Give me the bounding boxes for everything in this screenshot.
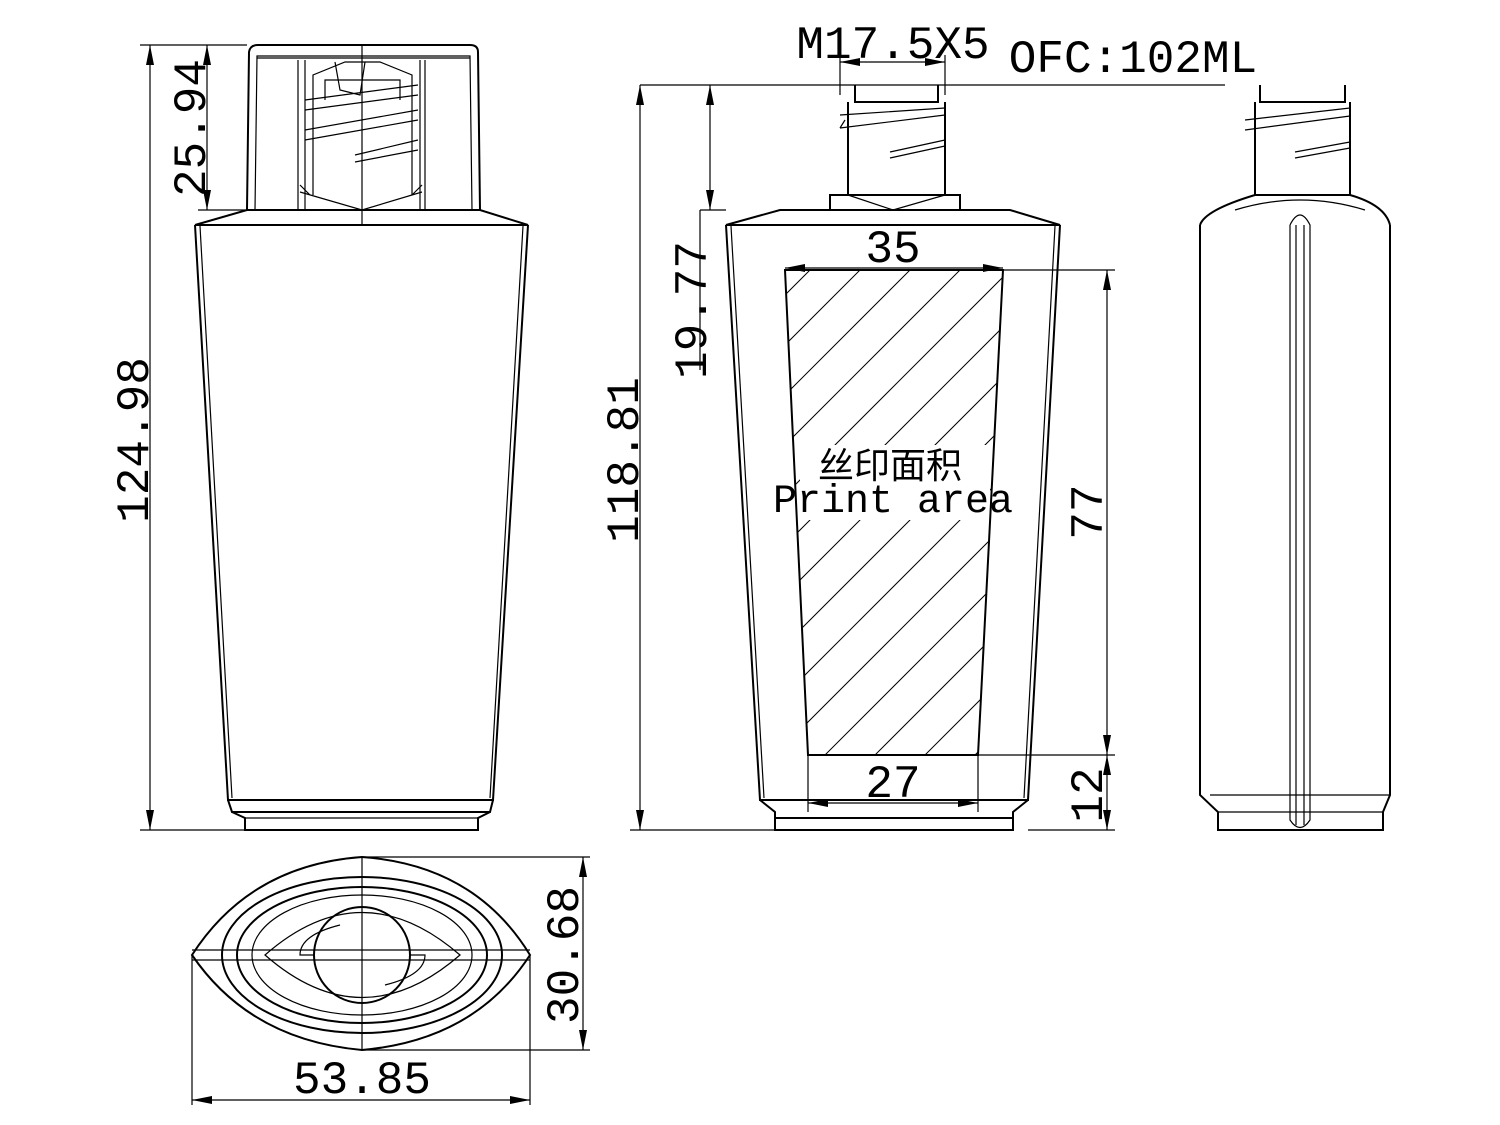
side-profile-view	[1199, 85, 1391, 831]
print-label-en: Print area	[773, 480, 1013, 525]
dim-print-bottom-width: 27	[865, 759, 920, 811]
front-view-with-cap: 124.98 25.94	[110, 44, 529, 831]
side-view-print-area: M17.5X5 OFC:102ML 118.81 19.77 丝印面积 Prin…	[600, 20, 1257, 831]
dim-print-height: 77	[1064, 484, 1116, 539]
dim-depth: 30.68	[540, 886, 592, 1024]
dim-total-height: 124.98	[110, 357, 162, 523]
dim-body-height: 118.81	[600, 377, 652, 543]
dim-print-top-width: 35	[865, 224, 920, 276]
dim-bottom-margin: 12	[1064, 767, 1116, 822]
print-label-cn: 丝印面积	[818, 446, 962, 487]
dim-width: 53.85	[293, 1055, 431, 1107]
thread-spec: M17.5X5	[796, 20, 989, 72]
capacity-label: OFC:102ML	[1009, 34, 1257, 86]
dim-cap-height: 25.94	[167, 59, 219, 197]
top-view: 30.68 53.85	[190, 855, 592, 1107]
dim-shoulder: 19.77	[668, 241, 720, 379]
